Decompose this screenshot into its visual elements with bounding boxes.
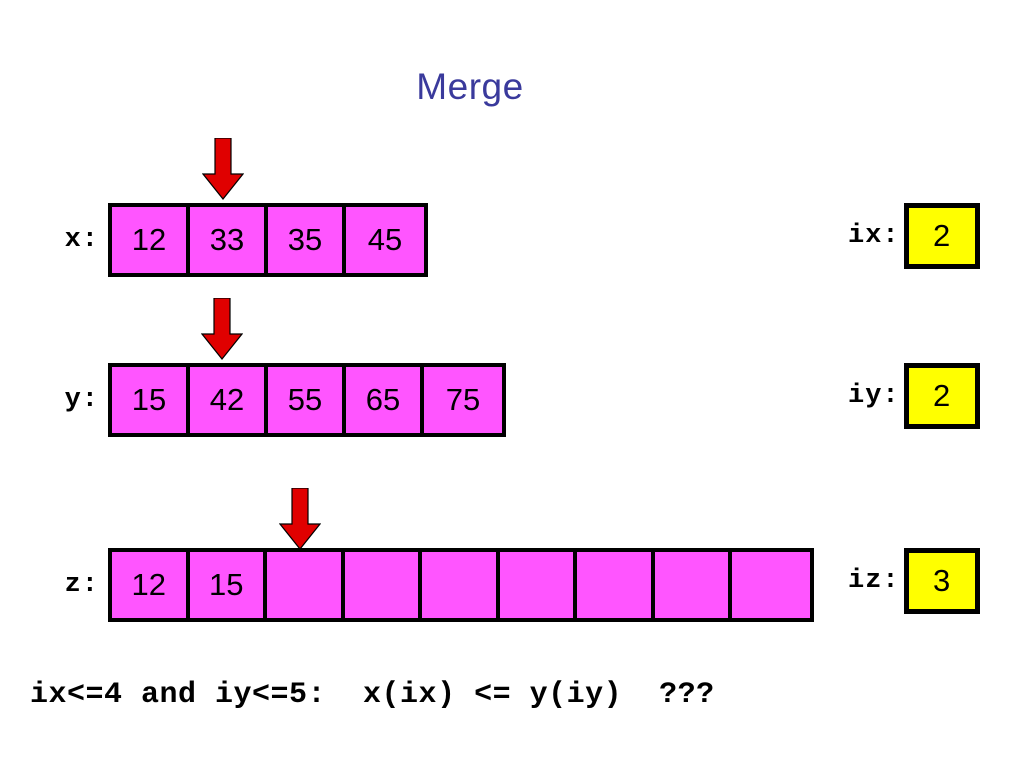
array-cell[interactable]: 33 [190,207,268,273]
array-cell[interactable] [422,552,500,618]
array-cell[interactable] [499,552,577,618]
condition-caption: ix<=4 and iy<=5: x(ix) <= y(iy) ??? [30,678,715,712]
array-cell[interactable]: 45 [346,207,424,273]
array-label-x: x: [64,225,99,255]
array-cells-y: 15 42 55 65 75 [108,363,506,437]
index-iz: iz: 3 [848,548,980,614]
array-cell[interactable]: 75 [424,367,502,433]
array-row-z: z: 12 15 [0,548,814,622]
index-label-ix: ix: [848,221,900,251]
array-cell[interactable] [732,552,810,618]
index-value-iz[interactable]: 3 [903,548,980,614]
z-pointer-arrow [278,487,322,550]
array-cell[interactable] [344,552,422,618]
array-cell[interactable]: 12 [112,207,190,273]
index-label-iy: iy: [848,381,900,411]
array-cell[interactable]: 15 [189,552,267,618]
array-label-y: y: [64,385,99,415]
y-pointer-arrow [200,297,244,360]
array-row-y: y: 15 42 55 65 75 [0,363,506,437]
array-cell[interactable]: 12 [112,552,190,618]
page-title: Merge [416,66,524,107]
array-cell[interactable]: 15 [112,367,190,433]
array-row-x: x: 12 33 35 45 [0,203,428,277]
index-value-iy[interactable]: 2 [903,363,980,429]
array-cell[interactable]: 55 [268,367,346,433]
array-cell[interactable] [654,552,732,618]
index-ix: ix: 2 [848,203,980,269]
index-iy: iy: 2 [848,363,980,429]
index-value-ix[interactable]: 2 [903,203,980,269]
array-cell[interactable]: 65 [346,367,424,433]
array-cells-z: 12 15 [108,548,814,622]
array-cell[interactable]: 35 [268,207,346,273]
array-cell[interactable] [267,552,345,618]
array-label-z: z: [64,570,99,600]
array-cell[interactable]: 42 [190,367,268,433]
index-label-iz: iz: [848,566,900,596]
x-pointer-arrow [201,137,245,200]
array-cells-x: 12 33 35 45 [108,203,428,277]
array-cell[interactable] [577,552,655,618]
